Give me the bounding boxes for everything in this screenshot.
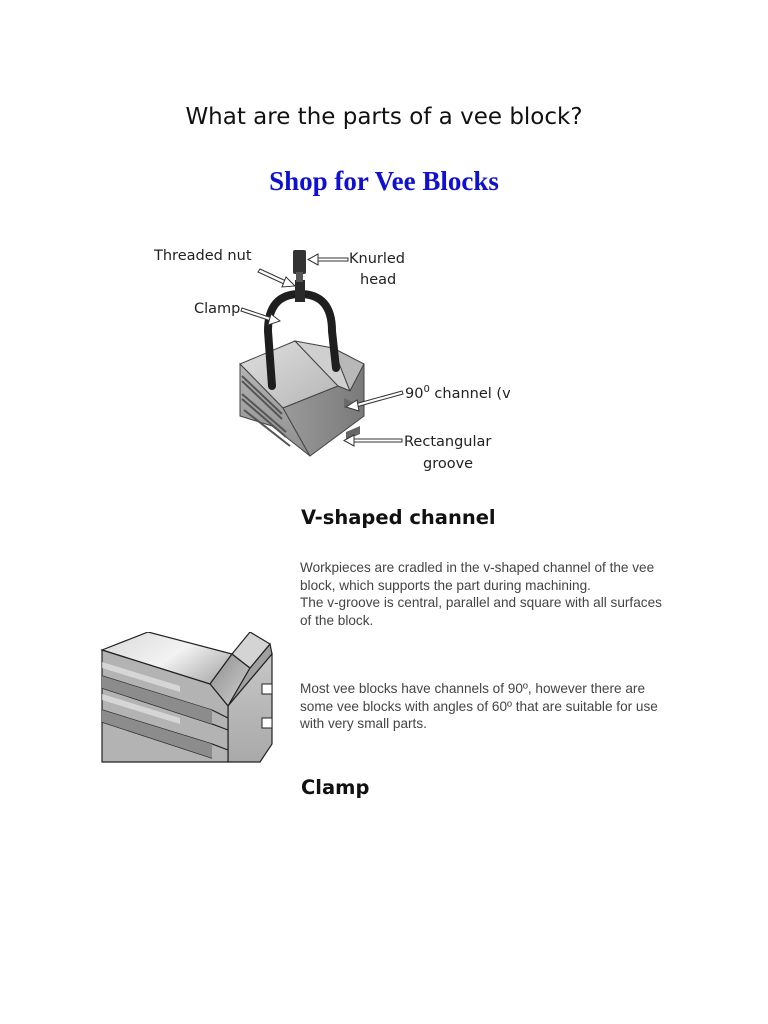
section-heading-v-channel: V-shaped channel [301, 506, 496, 529]
vee-block-parts-diagram: Threaded nut Knurled head Clamp 900 chan… [153, 248, 510, 472]
label-knurled-head-line2: head [360, 272, 396, 288]
diagram-arrows [240, 253, 404, 447]
label-clamp: Clamp [194, 301, 240, 317]
label-knurled-head-line1: Knurled [349, 251, 405, 267]
label-90-channel: 900 channel (v) [405, 384, 510, 402]
label-rectangular-groove-line2: groove [423, 456, 473, 472]
label-threaded-nut: Threaded nut [153, 248, 252, 264]
section-heading-clamp: Clamp [301, 776, 370, 799]
label-rectangular-groove-line1: Rectangular [404, 434, 491, 450]
v-channel-paragraph-1: Workpieces are cradled in the v-shaped c… [300, 559, 672, 629]
shop-vee-blocks-link[interactable]: Shop for Vee Blocks [269, 166, 499, 196]
v-channel-paragraph-2: Most vee blocks have channels of 90º, ho… [300, 681, 658, 732]
v-channel-text-line1: Workpieces are cradled in the v-shaped c… [300, 560, 655, 593]
v-channel-text-line2: The v-groove is central, parallel and sq… [300, 595, 662, 628]
page-title: What are the parts of a vee block? [185, 104, 583, 130]
vee-block-closeup-image [100, 632, 273, 763]
vee-block-body [239, 340, 365, 457]
